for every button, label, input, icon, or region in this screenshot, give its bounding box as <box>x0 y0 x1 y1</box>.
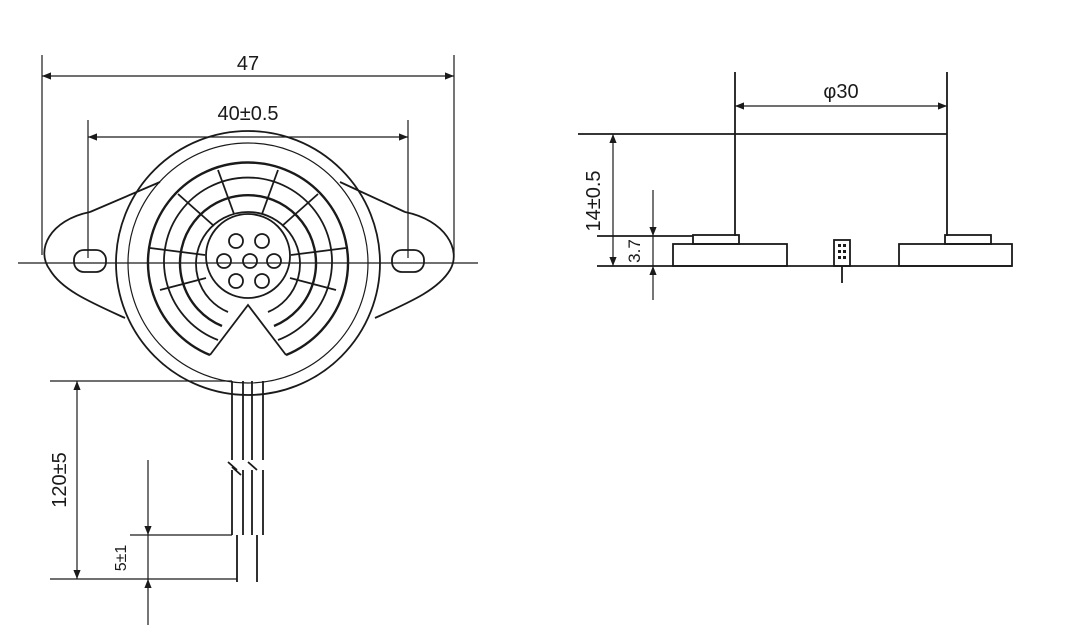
left-flange-section <box>672 243 788 267</box>
lead-wires <box>227 381 264 582</box>
center-hub <box>205 213 291 299</box>
dim-hole-spacing: 40±0.5 <box>217 103 278 125</box>
side-view: φ30 14±0.5 3.7 <box>578 72 1013 300</box>
buzzer-housing <box>115 130 381 396</box>
side-lead-pins <box>838 244 846 259</box>
sound-grille <box>146 161 350 357</box>
housing-inner-rim <box>127 142 369 384</box>
dim-lead-strip: 5±1 <box>113 545 130 572</box>
right-flange-boss <box>944 234 992 245</box>
dim-flange-thickness: 3.7 <box>625 239 644 263</box>
dim-overall-width: 47 <box>237 53 259 75</box>
side-lead-exit <box>833 239 851 267</box>
right-flange-section <box>898 243 1013 267</box>
dim-diameter: φ30 <box>823 81 858 103</box>
hub-holes <box>216 233 282 289</box>
mounting-flange <box>43 181 455 319</box>
dim-lead-length: 120±5 <box>49 452 71 507</box>
left-mounting-hole <box>73 249 107 273</box>
front-view: 47 40±0.5 120±5 <box>18 53 478 625</box>
dim-height: 14±0.5 <box>583 170 605 231</box>
left-flange-boss <box>692 234 740 245</box>
